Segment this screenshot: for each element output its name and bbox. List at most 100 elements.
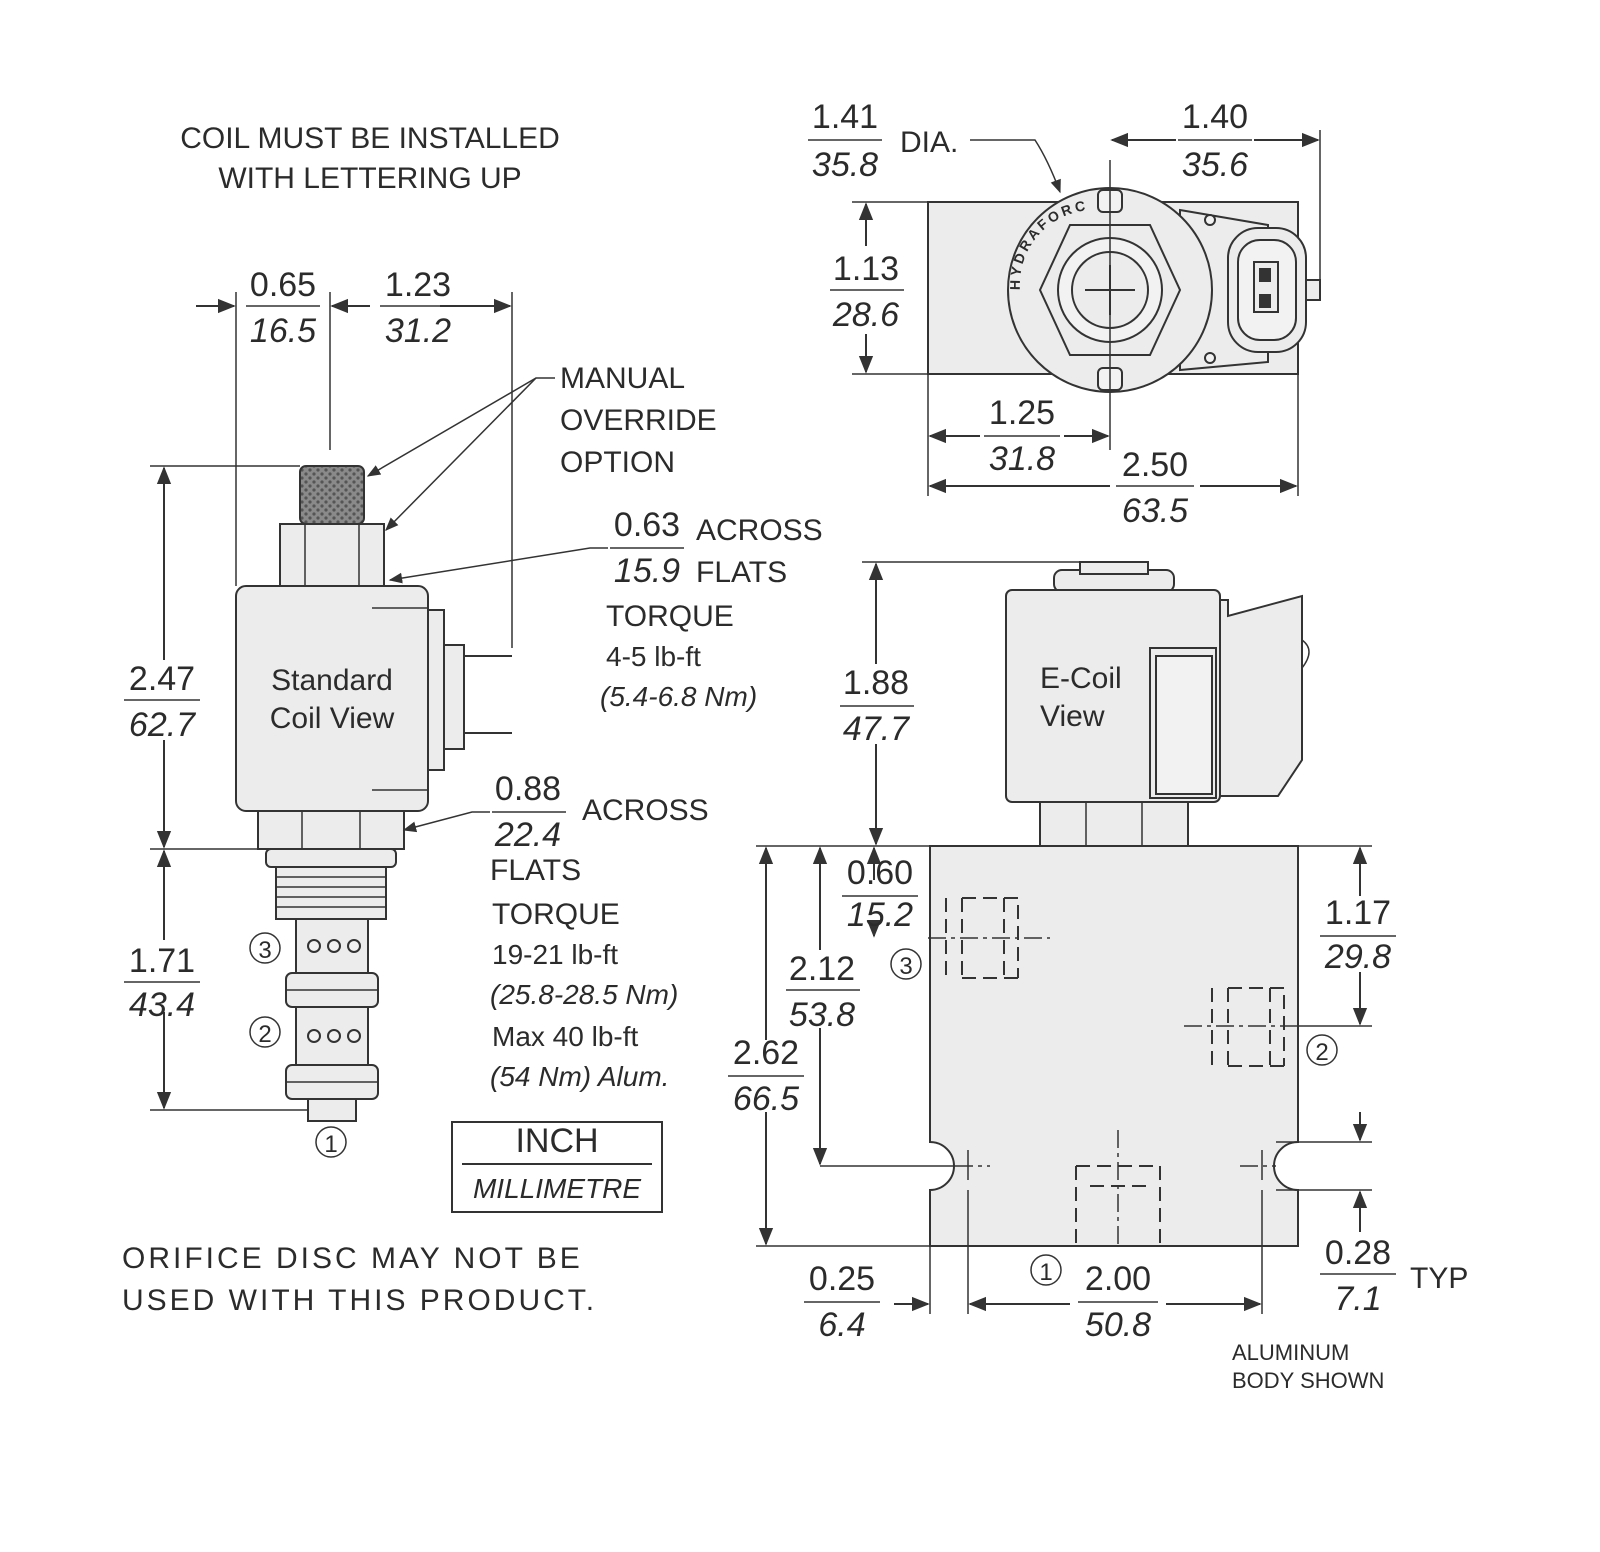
svg-text:63.5: 63.5 [1122, 492, 1188, 530]
port-3-label-left: 3 [258, 937, 271, 964]
svg-text:0.63: 0.63 [614, 506, 680, 544]
dim-200: 2.00 50.8 [1078, 1260, 1158, 1344]
svg-text:TYP: TYP [1410, 1262, 1468, 1295]
standard-coil-label-1: Standard [271, 664, 393, 697]
cartridge-threads [275, 866, 387, 920]
svg-text:31.8: 31.8 [989, 440, 1055, 478]
legend-mm: MILLIMETRE [473, 1173, 641, 1204]
svg-text:66.5: 66.5 [733, 1080, 799, 1118]
ecoil-label-1: E-Coil [1040, 662, 1122, 695]
svg-text:35.8: 35.8 [812, 146, 878, 184]
svg-text:(54 Nm) Alum.: (54 Nm) Alum. [490, 1061, 669, 1092]
port-1-label-left: 1 [324, 1131, 337, 1158]
dim-141: 1.41 35.8 DIA. [808, 98, 958, 184]
svg-text:ACROSS: ACROSS [582, 794, 709, 827]
svg-text:1.23: 1.23 [385, 266, 451, 304]
dim-123: 1.23 31.2 [380, 266, 456, 350]
coil-note-line1: COIL MUST BE INSTALLED [180, 122, 560, 155]
svg-text:TORQUE: TORQUE [492, 898, 620, 931]
svg-text:62.7: 62.7 [129, 706, 196, 744]
svg-text:29.8: 29.8 [1324, 938, 1391, 976]
manual-override-line1: MANUAL [560, 362, 685, 395]
svg-text:0.25: 0.25 [809, 1260, 875, 1298]
svg-text:28.6: 28.6 [832, 296, 899, 334]
port-2-label-body: 2 [1315, 1039, 1328, 1066]
standard-coil-body [235, 585, 429, 812]
coil-nut [279, 523, 385, 587]
svg-text:FLATS: FLATS [490, 854, 581, 887]
svg-text:1.25: 1.25 [989, 394, 1055, 432]
svg-text:2.47: 2.47 [129, 660, 195, 698]
dim-060: 0.60 15.2 [842, 854, 918, 934]
legend-inch: INCH [515, 1122, 598, 1160]
svg-text:DIA.: DIA. [900, 126, 958, 159]
dim-025: 0.25 6.4 [804, 1260, 880, 1344]
port-1-label-body: 1 [1039, 1259, 1052, 1286]
svg-text:47.7: 47.7 [843, 710, 910, 748]
svg-text:1.88: 1.88 [843, 664, 909, 702]
svg-text:0.88: 0.88 [495, 770, 561, 808]
svg-text:2.50: 2.50 [1122, 446, 1188, 484]
svg-text:FLATS: FLATS [696, 556, 787, 589]
ecoil-label-2: View [1040, 700, 1105, 733]
svg-text:1.17: 1.17 [1325, 894, 1391, 932]
svg-text:ACROSS: ACROSS [696, 514, 823, 547]
dim-065: 0.65 16.5 [246, 266, 320, 350]
svg-text:1.13: 1.13 [833, 250, 899, 288]
svg-text:19-21 lb-ft: 19-21 lb-ft [492, 939, 618, 970]
dim-088-callout: 0.88 22.4 ACROSS FLATS TORQUE 19-21 lb-f… [490, 770, 709, 1092]
coil-note-line2: WITH LETTERING UP [218, 162, 521, 195]
svg-text:0.60: 0.60 [847, 854, 913, 892]
svg-text:2.12: 2.12 [789, 950, 855, 988]
dim-171: 1.71 43.4 [124, 942, 200, 1024]
manual-override-line2: OVERRIDE [560, 404, 717, 437]
manual-override-line3: OPTION [560, 446, 675, 479]
dim-250: 2.50 63.5 [1116, 446, 1194, 530]
svg-text:15.9: 15.9 [614, 552, 680, 590]
dim-212: 2.12 53.8 [786, 950, 860, 1034]
dim-028-typ: 0.28 7.1 TYP [1320, 1234, 1468, 1318]
svg-text:31.2: 31.2 [385, 312, 451, 350]
svg-text:53.8: 53.8 [789, 996, 855, 1034]
cartridge-hex [257, 810, 405, 850]
svg-text:2.00: 2.00 [1085, 1260, 1151, 1298]
dim-188: 1.88 47.7 [840, 664, 914, 748]
dim-247: 2.47 62.7 [124, 660, 200, 744]
orifice-note-line1: ORIFICE DISC MAY NOT BE [122, 1242, 583, 1275]
dim-262: 2.62 66.5 [728, 1034, 804, 1118]
aluminum-note-line2: BODY SHOWN [1232, 1368, 1384, 1393]
svg-text:2.62: 2.62 [733, 1034, 799, 1072]
svg-text:TORQUE: TORQUE [606, 600, 734, 633]
port-2-label-left: 2 [258, 1021, 271, 1048]
svg-text:15.2: 15.2 [847, 896, 913, 934]
dim-140: 1.40 35.6 [1178, 98, 1252, 184]
svg-text:Max 40 lb-ft: Max 40 lb-ft [492, 1021, 638, 1052]
svg-text:50.8: 50.8 [1085, 1306, 1151, 1344]
manual-override-knob [299, 465, 365, 525]
svg-text:(25.8-28.5 Nm): (25.8-28.5 Nm) [490, 979, 678, 1010]
dim-117: 1.17 29.8 [1320, 894, 1396, 976]
manifold-body [929, 845, 1299, 1247]
aluminum-note-line1: ALUMINUM [1232, 1340, 1349, 1365]
dim-063-callout: 0.63 15.9 ACROSS FLATS TORQUE 4-5 lb-ft … [600, 506, 823, 712]
svg-text:43.4: 43.4 [129, 986, 195, 1024]
svg-text:0.65: 0.65 [250, 266, 316, 304]
svg-text:4-5 lb-ft: 4-5 lb-ft [606, 641, 701, 672]
orifice-note-line2: USED WITH THIS PRODUCT. [122, 1284, 597, 1317]
svg-text:0.28: 0.28 [1325, 1234, 1391, 1272]
standard-coil-label-2: Coil View [270, 702, 395, 735]
port-3-label-body: 3 [899, 953, 912, 980]
dim-113: 1.13 28.6 [830, 250, 904, 334]
front-view: E-Coil View 3 2 1 [756, 561, 1372, 1314]
standard-coil-view: Standard Coil View 3 2 [150, 292, 608, 1158]
units-legend: INCH MILLIMETRE [451, 1121, 663, 1213]
svg-text:22.4: 22.4 [494, 816, 561, 854]
svg-text:6.4: 6.4 [818, 1306, 865, 1344]
dim-125: 1.25 31.8 [984, 394, 1060, 478]
svg-text:16.5: 16.5 [250, 312, 316, 350]
svg-text:1.71: 1.71 [129, 942, 195, 980]
svg-text:1.40: 1.40 [1182, 98, 1248, 136]
svg-text:1.41: 1.41 [812, 98, 878, 136]
svg-text:35.6: 35.6 [1182, 146, 1248, 184]
